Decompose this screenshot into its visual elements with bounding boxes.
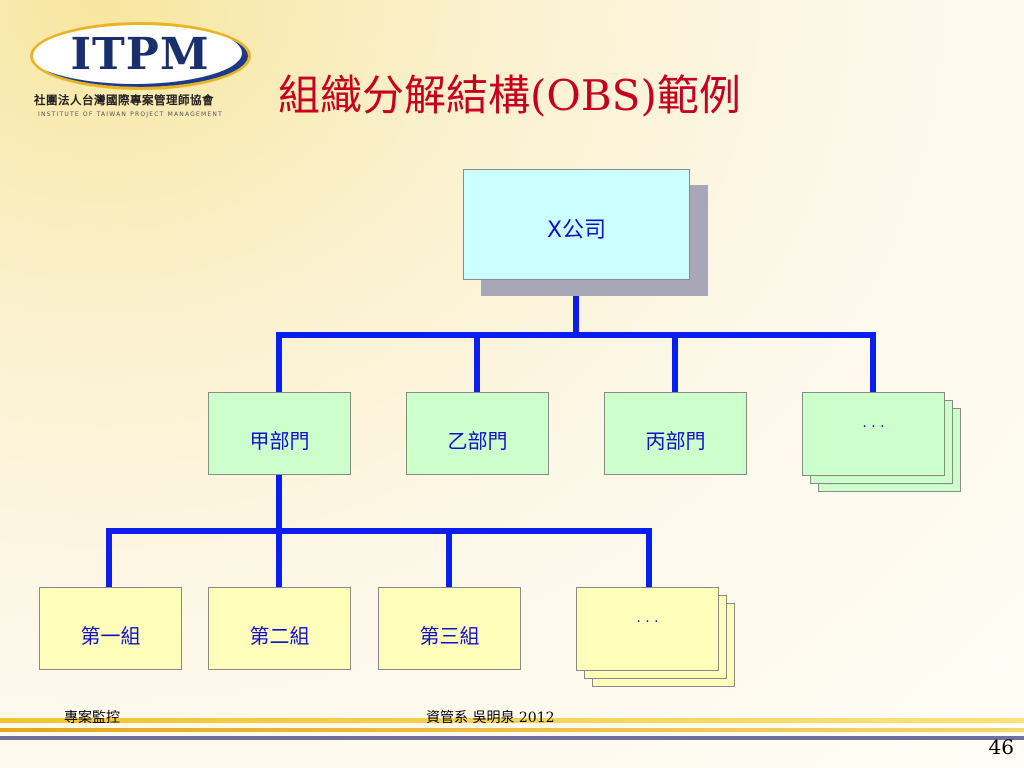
footer-bar-gold	[0, 718, 1024, 723]
logo-mark: ITPM	[70, 29, 210, 80]
footer-course: 專案監控	[64, 710, 120, 726]
connector-dept-4	[870, 332, 876, 392]
connector-dept1-down	[276, 474, 282, 532]
connector-dept-1	[276, 332, 282, 392]
org-node-team-1: 第一組	[39, 587, 182, 670]
org-node-team-2: 第二組	[208, 587, 351, 670]
org-node-dept-more: · · ·	[802, 392, 945, 476]
org-node-root: X公司	[463, 169, 690, 280]
org-node-dept-2: 乙部門	[406, 392, 549, 475]
org-node-dept-1: 甲部門	[208, 392, 351, 475]
logo-org-name-cn: 社團法人台灣國際專案管理師協會	[34, 93, 214, 107]
org-node-dept-label: 乙部門	[447, 429, 508, 453]
org-node-dept-label: · · ·	[862, 419, 885, 435]
org-node-team-label: 第二組	[249, 624, 310, 648]
org-node-team-label: 第一組	[80, 624, 141, 648]
org-node-team-label: · · ·	[636, 614, 659, 630]
connector-root-down	[573, 280, 579, 336]
connector-team-4	[646, 528, 652, 588]
connector-dept-3	[672, 332, 678, 392]
org-node-team-3: 第三組	[378, 587, 521, 670]
connector-team-2	[276, 528, 282, 588]
page-number: 46	[988, 735, 1014, 759]
org-node-team-label: 第三組	[419, 624, 480, 648]
org-node-root-label: X公司	[546, 218, 607, 243]
connector-dept-2	[474, 332, 480, 392]
org-node-team-more: · · ·	[576, 587, 719, 671]
logo-emblem	[30, 22, 251, 90]
footer-author: 資管系 吳明泉 2012	[426, 710, 555, 726]
footer-bar-slate	[0, 736, 1024, 740]
connector-dept-bus	[276, 332, 876, 338]
slide-title: 組織分解結構(OBS)範例	[278, 71, 741, 120]
logo-org-name-en: INSTITUTE OF TAIWAN PROJECT MANAGEMENT	[38, 111, 223, 118]
org-node-dept-3: 丙部門	[604, 392, 747, 475]
connector-team-bus	[106, 528, 652, 534]
footer-bar-gold-dark	[0, 728, 1024, 732]
connector-team-1	[106, 528, 112, 588]
org-node-dept-label: 丙部門	[645, 429, 706, 453]
connector-team-3	[446, 528, 452, 588]
org-node-dept-label: 甲部門	[249, 429, 310, 453]
